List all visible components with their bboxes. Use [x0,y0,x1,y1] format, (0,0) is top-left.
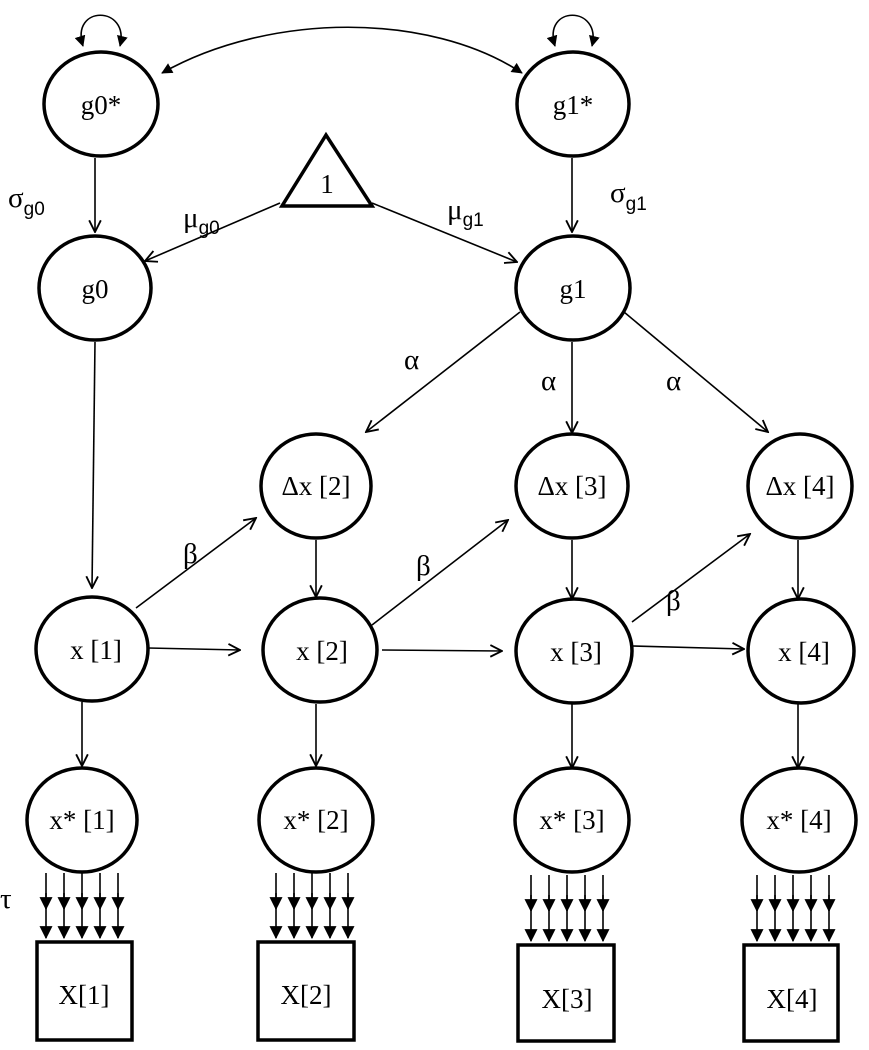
node-label-g1: g1 [560,274,587,304]
indicator-box-X4: X[4] [742,943,840,1043]
node-g1-star: g1* [515,50,631,158]
node-label-x4: x [4] [778,637,830,667]
node-g0: g0 [37,234,153,342]
node-label-x2: x [2] [296,636,348,666]
label-tau: τ [0,883,12,915]
node-x2: x [2] [261,596,379,704]
nodes: g0* g1* 1 g0 g1 Δx [2] Δx [3] Δx [4] [25,50,858,1043]
indicator-label-X2: X[2] [281,980,332,1010]
node-label-dx4: Δx [4] [765,471,834,501]
indicator-box-X2: X[2] [256,940,356,1042]
path-labels: σg0 σg1 μg0 μg1 α α α β β β τ [0,177,681,915]
label-mu-g0: μg0 [183,202,220,239]
indicator-label-X1: X[1] [59,980,110,1010]
edges [39,14,836,943]
edge-g1-dx4 [623,311,768,432]
node-xs1: x* [1] [25,766,139,874]
node-label-xs2: x* [2] [283,805,348,835]
node-label-x3: x [3] [550,637,602,667]
threshold-arrows [39,873,836,943]
self-loop-g1-star [546,14,600,47]
indicator-label-X3: X[3] [542,984,593,1014]
node-label-g1-star: g1* [553,90,594,120]
node-dx3: Δx [3] [514,432,630,540]
node-label-xs4: x* [4] [766,805,831,835]
node-label-dx2: Δx [2] [281,471,350,501]
label-mu-g1: μg1 [447,194,484,231]
node-constant: 1 [278,131,376,208]
node-label-constant: 1 [320,169,334,199]
label-alpha-dx3: α [541,365,556,397]
node-label-xs1: x* [1] [49,805,114,835]
label-alpha-dx4: α [666,365,681,397]
node-label-xs3: x* [3] [539,805,604,835]
label-beta-x1: β [183,538,198,570]
indicator-box-X1: X[1] [35,940,134,1042]
indicator-box-X3: X[3] [516,943,616,1043]
label-alpha-dx2: α [404,344,419,376]
node-x4: x [4] [746,597,856,705]
node-label-g0: g0 [82,274,109,304]
node-g0-star: g0* [42,50,160,158]
edge-g1-dx2 [366,311,521,432]
node-xs3: x* [3] [513,766,631,874]
indicator-label-X4: X[4] [767,984,818,1014]
edge-x1-dx2 [135,518,256,609]
label-sigma-g0: σg0 [8,182,45,220]
self-loop-g0-star [74,14,128,47]
node-dx2: Δx [2] [259,432,373,540]
edge-x3-x4 [631,646,744,649]
node-label-dx3: Δx [3] [537,471,606,501]
edge-x2-dx3 [371,520,508,626]
node-label-g0-star: g0* [81,90,122,120]
edge-x2-x3 [381,650,502,651]
edge-const-g1 [371,202,517,262]
edge-g0-x1 [92,341,95,588]
node-g1: g1 [514,234,632,342]
edge-const-g0 [145,202,281,261]
node-label-x1: x [1] [70,635,122,665]
covariance-g0star-g1star [161,26,523,74]
node-xs2: x* [2] [257,766,375,874]
node-xs4: x* [4] [740,766,858,874]
label-beta-x2: β [416,550,431,582]
edge-x3-dx4 [631,534,750,623]
node-x1: x [1] [34,595,150,703]
label-beta-x3: β [666,585,681,617]
node-dx4: Δx [4] [746,432,854,540]
label-sigma-g1: σg1 [610,177,647,215]
node-x3: x [3] [514,597,634,705]
edge-x1-x2 [147,648,240,650]
